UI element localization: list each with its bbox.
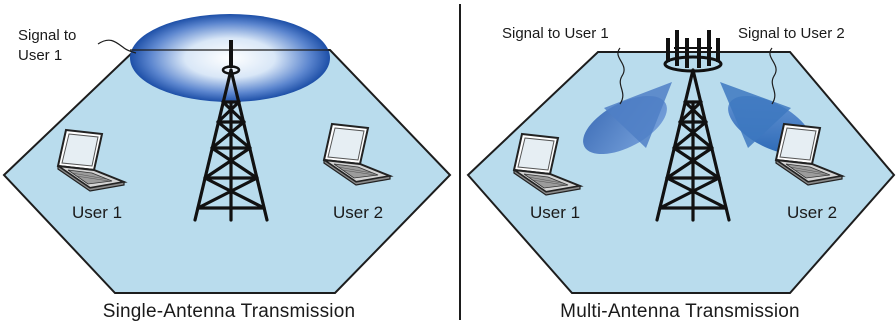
left-annotation-line2: User 1 [18,47,62,64]
right-caption: Multi-Antenna Transmission [560,301,800,322]
antenna-array-icon [663,30,723,73]
single-antenna-icon [221,40,241,75]
right-user2-label: User 2 [787,203,837,222]
left-panel: Signal to User 1 User 1 User 2 Single-An… [2,14,452,322]
left-caption: Single-Antenna Transmission [103,301,356,322]
right-annotation-user1: Signal to User 1 [502,25,609,42]
left-user1-label: User 1 [72,203,122,222]
right-annotation-leader-user2 [769,47,777,105]
left-annotation-line1: Signal to [18,27,76,44]
left-annotation-leader [97,39,137,54]
right-user1-label: User 1 [530,203,580,222]
right-panel: Signal to User 1 Signal to User 2 User 1… [466,25,896,322]
right-annotation-user2: Signal to User 2 [738,25,845,42]
right-annotation-leader-user1 [617,47,625,105]
left-user2-label: User 2 [333,203,383,222]
beam-user2-neck [720,82,791,148]
beam-user1-neck [604,82,672,148]
